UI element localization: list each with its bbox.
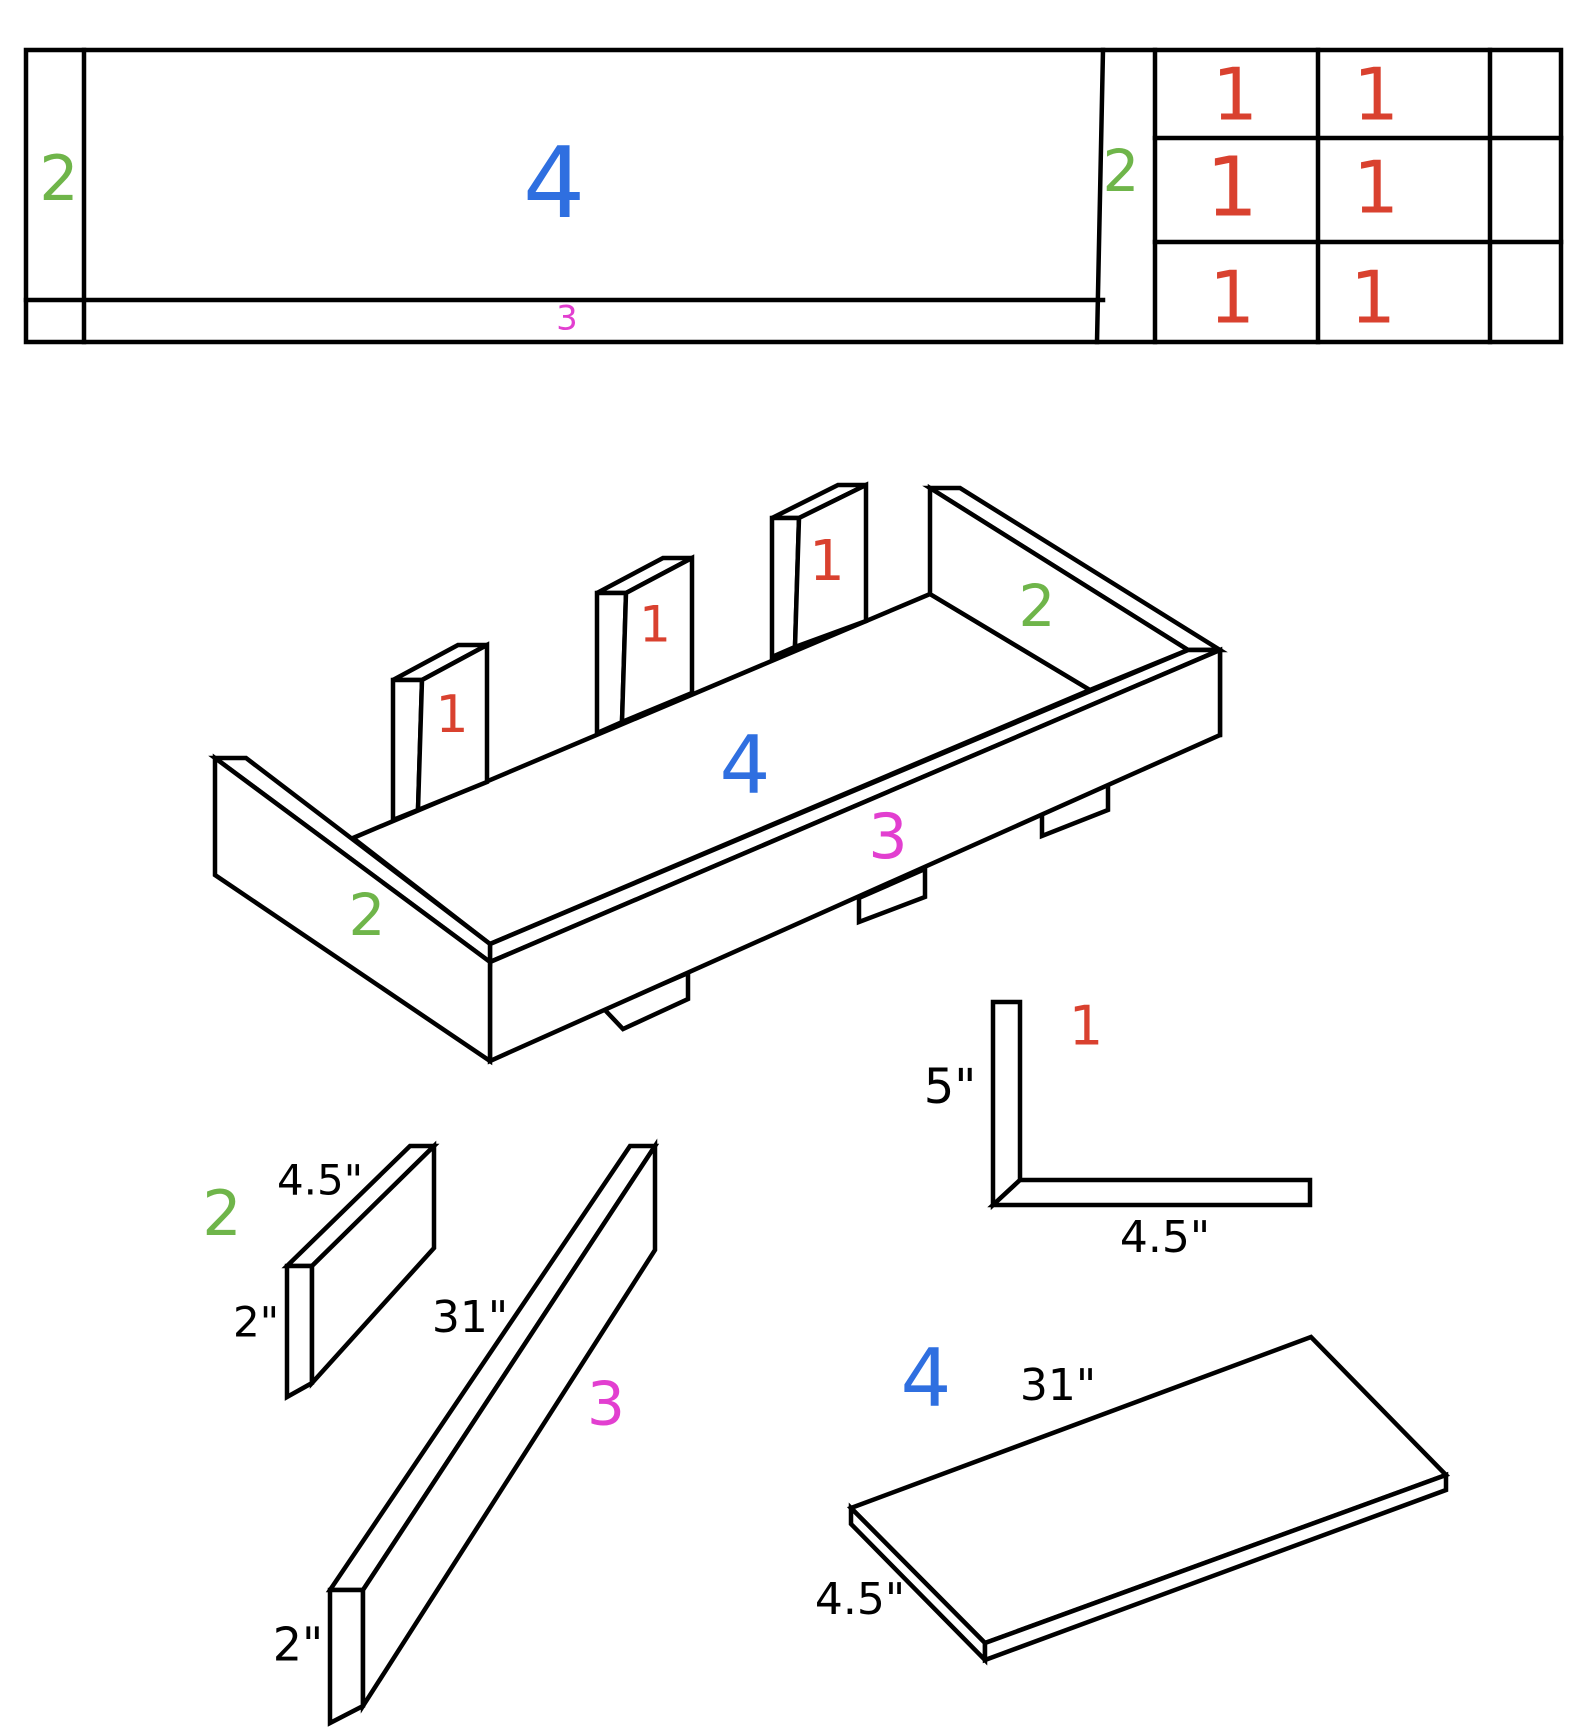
part-2-label: 2 (202, 1177, 241, 1250)
part-3-detail: 3 31" 2" (273, 1138, 660, 1727)
front-end-outer-face (212, 753, 493, 1066)
divider-2-label: 1 (639, 596, 671, 654)
part-3-length-dim: 31" (432, 1292, 508, 1343)
part-3-end-face (327, 1587, 366, 1727)
part-1-detail: 1 5" 4.5" (924, 995, 1313, 1263)
divider-3-label: 1 (809, 529, 845, 594)
assembled-bottom-label: 4 (720, 719, 771, 812)
top-front-label: 3 (556, 299, 578, 339)
part-3-label: 3 (587, 1370, 625, 1440)
part-4-detail: 4 31" 4.5" (815, 1332, 1451, 1666)
top-left-end-label: 2 (39, 142, 78, 215)
top-bottom-label: 4 (523, 127, 585, 241)
part-4-depth-dim: 4.5" (815, 1574, 905, 1625)
part-1-height-dim: 5" (924, 1059, 977, 1115)
top-divider-label-6: 1 (1350, 256, 1396, 340)
assembled-front-end-label: 2 (349, 881, 386, 949)
divider-2-face (619, 554, 695, 726)
top-divider-label-5: 1 (1209, 256, 1255, 340)
part-3-height-dim: 2" (273, 1618, 323, 1672)
part-3-side-face (360, 1138, 658, 1714)
part-2-end-face (284, 1263, 315, 1401)
top-view-outline (23, 47, 1564, 345)
assembled-front-label: 3 (868, 800, 907, 873)
part-2-side-face (309, 1140, 437, 1389)
part-1-depth-dim: 4.5" (1120, 1212, 1210, 1263)
top-right-end-label: 2 (1103, 137, 1140, 205)
part-1-vertical-edge (990, 999, 1023, 1211)
top-divider-label-1: 1 (1212, 53, 1258, 137)
top-view: 2 4 3 2 1 1 1 1 1 1 (23, 47, 1564, 345)
divider-1-face (415, 641, 490, 814)
part-4-label: 4 (901, 1332, 952, 1425)
assembled-view: 1 1 1 2 4 3 2 (208, 481, 1228, 1066)
part-2-length-dim: 4.5" (277, 1156, 363, 1205)
divider-3-face (792, 481, 869, 651)
top-divider-label-3: 1 (1206, 140, 1258, 235)
part-2-detail: 2 4.5" 2" (202, 1140, 440, 1401)
part-4-length-dim: 31" (1020, 1360, 1096, 1411)
part-2-height-dim: 2" (233, 1298, 279, 1347)
top-divider-label-4: 1 (1353, 146, 1399, 230)
assembled-back-end-label: 2 (1019, 572, 1056, 640)
top-divider-label-2: 1 (1353, 53, 1399, 137)
part-1-horizontal-edge (987, 1177, 1313, 1208)
top-right-end-inner-line (1094, 47, 1106, 345)
divider-1-label: 1 (435, 685, 468, 745)
part-1-label: 1 (1069, 995, 1103, 1058)
part-4-long-edge (982, 1471, 1449, 1664)
